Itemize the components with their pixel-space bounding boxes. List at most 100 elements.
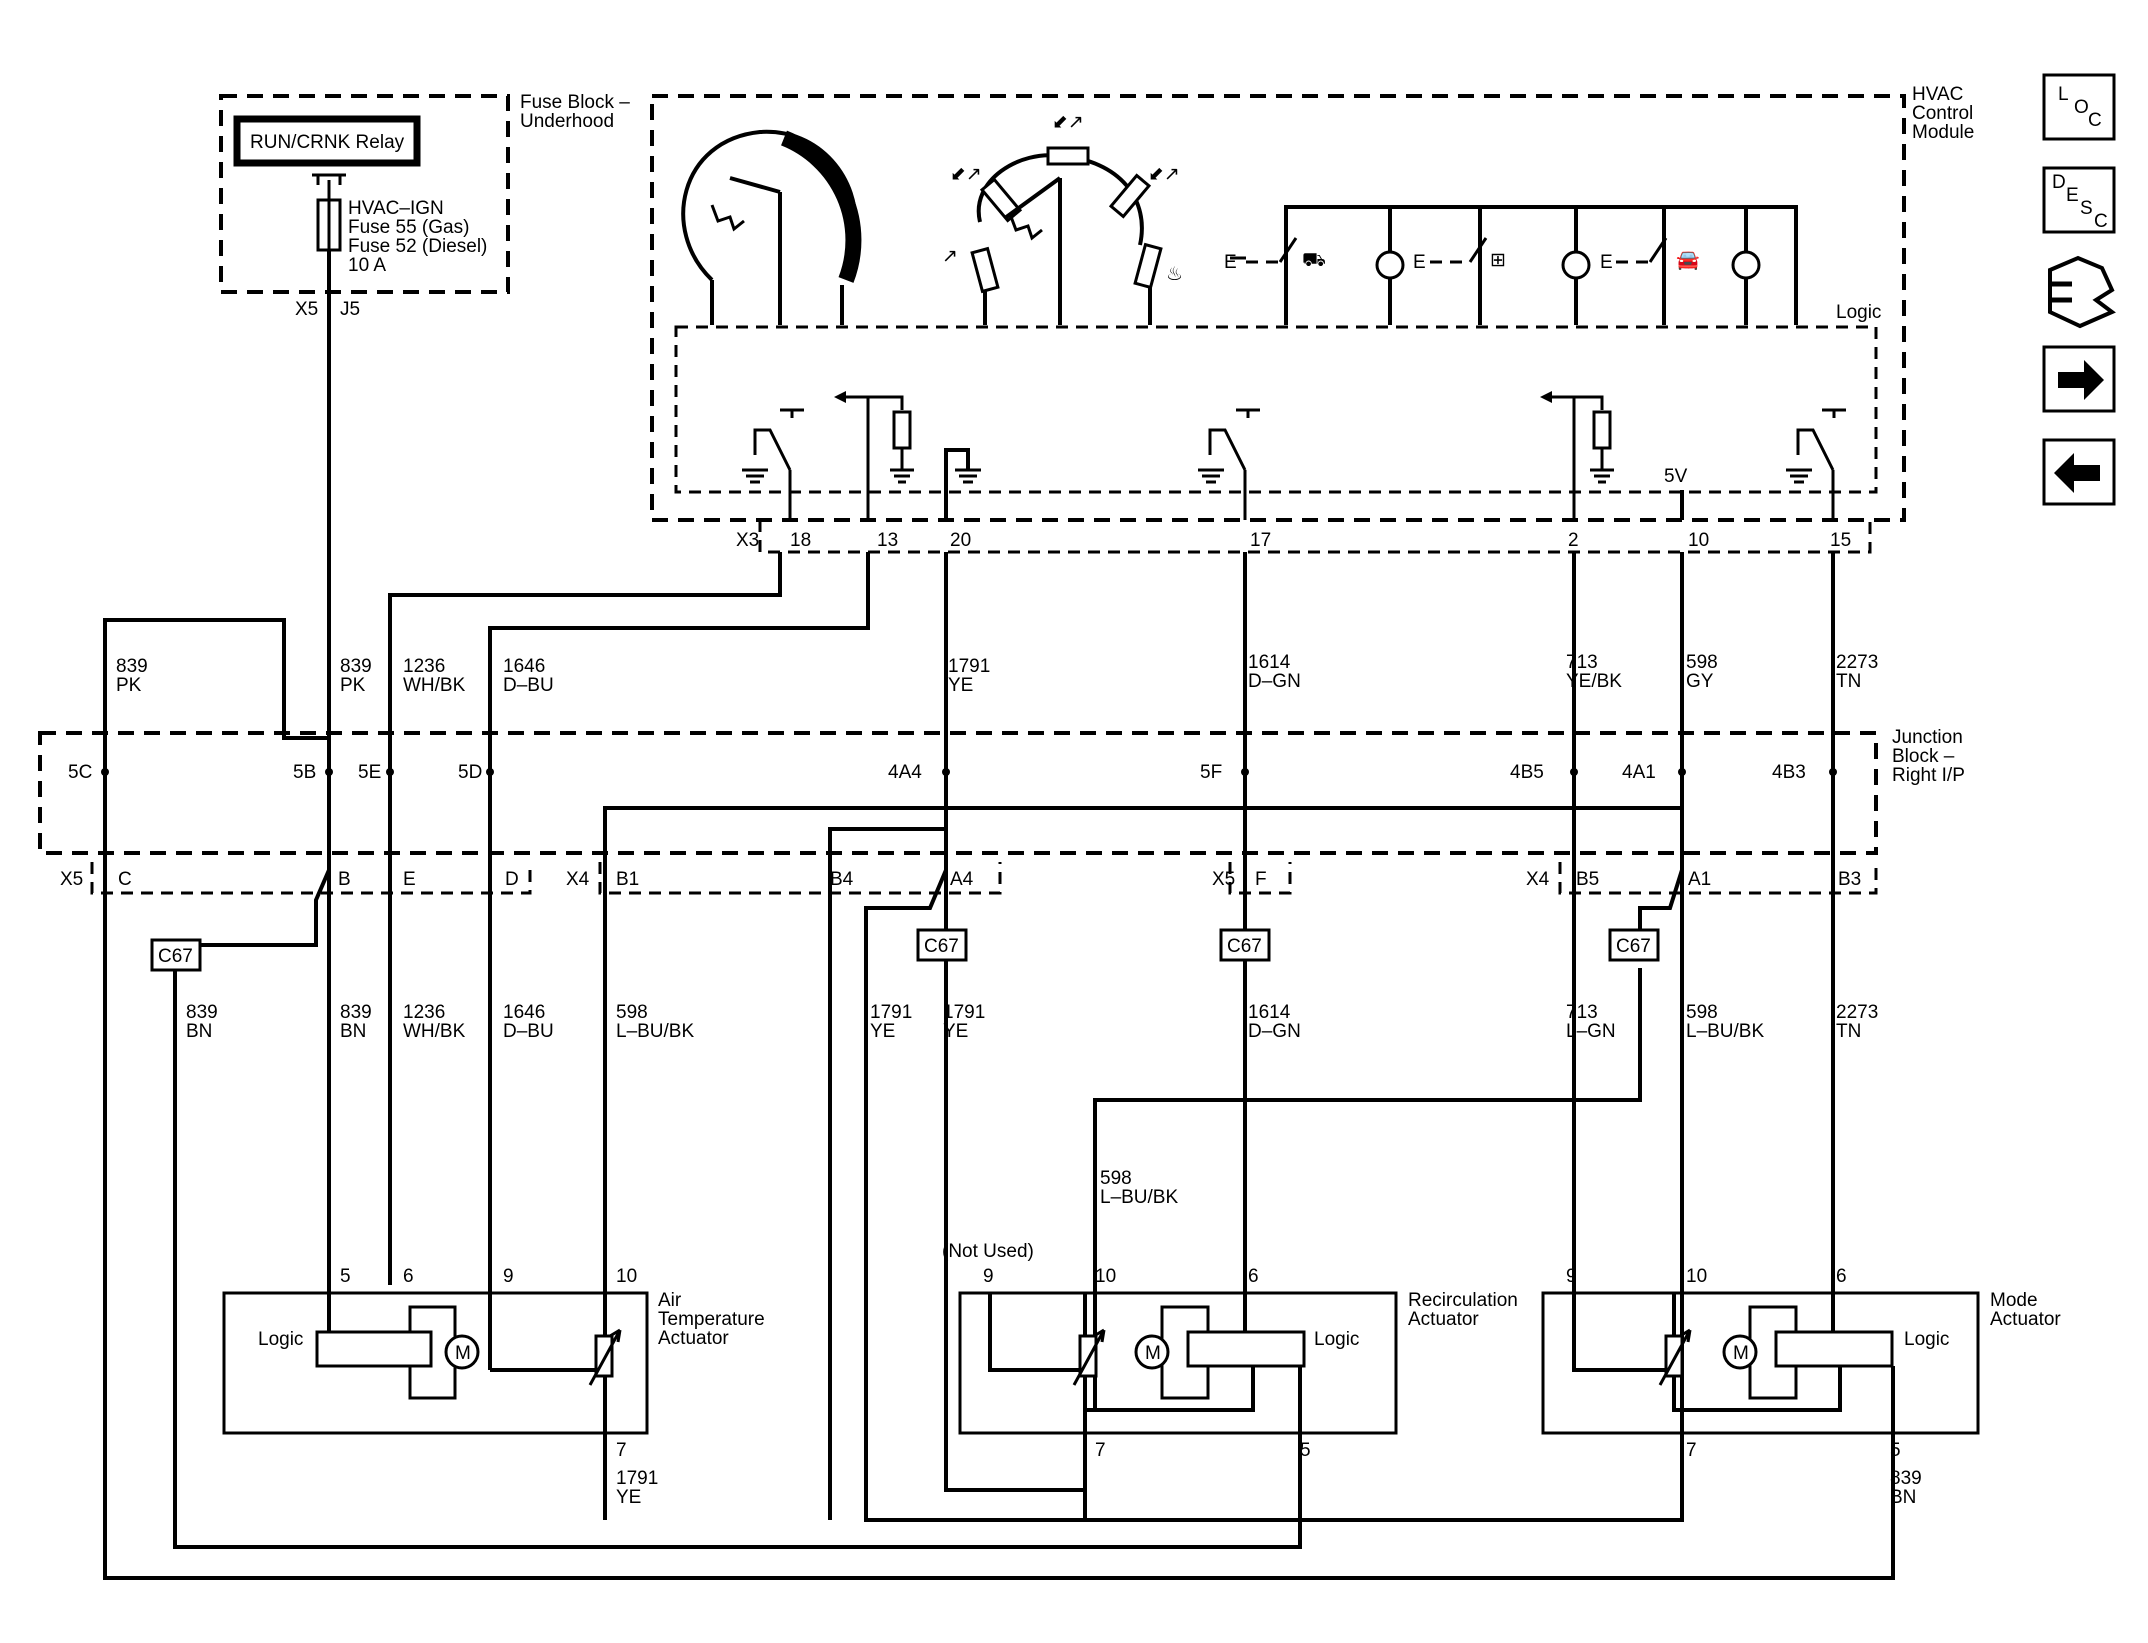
svg-text:839: 839 (116, 656, 148, 677)
connector-x4: X4 (566, 869, 590, 890)
svg-text:1791: 1791 (616, 1468, 658, 1489)
svg-text:6: 6 (403, 1266, 414, 1287)
desc-button[interactable]: D E S C (2042, 166, 2116, 234)
fuse-block-outline (219, 94, 510, 294)
hvac-label-1: HVAC (1912, 84, 1963, 105)
svg-text:839: 839 (186, 1002, 218, 1023)
svg-text:2273: 2273 (1836, 1002, 1878, 1023)
svg-text:L–BU/BK: L–BU/BK (1686, 1021, 1764, 1042)
svg-text:A1: A1 (1688, 869, 1711, 890)
svg-text:5: 5 (1300, 1440, 1311, 1461)
svg-text:6: 6 (1248, 1266, 1259, 1287)
svg-text:4B5: 4B5 (1510, 762, 1544, 783)
svg-text:7: 7 (1095, 1440, 1106, 1461)
svg-text:B: B (338, 869, 351, 890)
svg-text:5: 5 (340, 1266, 351, 1287)
svg-text:D–BU: D–BU (503, 675, 554, 696)
defrost-icon: ♨ (1166, 264, 1183, 285)
svg-text:E: E (1224, 252, 1237, 273)
svg-text:598: 598 (1100, 1168, 1132, 1189)
svg-text:D–GN: D–GN (1248, 1021, 1301, 1042)
jb-label-3: Right I/P (1892, 765, 1965, 786)
pin-17: 17 (1250, 530, 1271, 551)
next-button[interactable] (2042, 345, 2116, 413)
svg-text:O: O (2074, 97, 2089, 118)
jb-label-1: Junction (1892, 727, 1963, 748)
svg-text:7: 7 (616, 1440, 627, 1461)
prev-button[interactable] (2042, 438, 2116, 506)
svg-text:1791: 1791 (870, 1002, 912, 1023)
next-arrow-icon (2058, 360, 2104, 400)
svg-text:5B: 5B (293, 762, 316, 783)
svg-text:5E: 5E (358, 762, 381, 783)
svg-text:D: D (505, 869, 519, 890)
rear-defrost-button-icon: ⊞ (1490, 250, 1506, 271)
c67-label-1: C67 (158, 946, 193, 967)
module-internal-circuits: 5V (742, 391, 1846, 520)
motor-icon (1134, 1334, 1170, 1370)
svg-text:YE: YE (943, 1021, 968, 1042)
svg-text:M: M (455, 1343, 471, 1364)
pin-2: 2 (1568, 530, 1579, 551)
pin-15: 15 (1830, 530, 1851, 551)
svg-text:Actuator: Actuator (1408, 1309, 1479, 1330)
pin-20: 20 (950, 530, 971, 551)
svg-text:1236: 1236 (403, 1002, 445, 1023)
svg-text:1236: 1236 (403, 656, 445, 677)
nav-panel: L O C D E S C (2042, 73, 2116, 506)
recirc-logic-box (1186, 1330, 1306, 1368)
temperature-knob-icon (681, 129, 862, 325)
c67-box-4 (1608, 928, 1660, 962)
svg-text:WH/BK: WH/BK (403, 675, 466, 696)
recirculation-actuator: Recirculation Actuator (Not Used) 9 10 6… (942, 1241, 1518, 1461)
svg-text:Logic: Logic (1904, 1329, 1949, 1350)
junction-block-outline (38, 731, 1878, 855)
recirc-indicator-led-icon (1375, 250, 1405, 280)
svg-text:4A1: 4A1 (1622, 762, 1656, 783)
svg-text:E: E (403, 869, 416, 890)
fuse-desc-4: 10 A (348, 255, 386, 276)
fuse-connector-x5: X5 (295, 299, 318, 320)
svg-text:10: 10 (1095, 1266, 1116, 1287)
svg-text:Actuator: Actuator (1990, 1309, 2061, 1330)
svg-text:Logic: Logic (1314, 1329, 1359, 1350)
svg-text:BN: BN (340, 1021, 366, 1042)
air-temp-logic-box (315, 1330, 433, 1368)
connector-button[interactable] (2048, 255, 2116, 329)
run-crnk-relay (233, 115, 421, 167)
svg-text:5: 5 (1890, 1440, 1901, 1461)
fuse-block-label-2: Underhood (520, 111, 614, 132)
fuse-desc-1: HVAC–IGN (348, 198, 444, 219)
svg-text:839: 839 (1890, 1468, 1922, 1489)
svg-text:839: 839 (340, 1002, 372, 1023)
loc-icon: L (2058, 84, 2069, 105)
relay-label: RUN/CRNK Relay (250, 132, 405, 153)
svg-text:Actuator: Actuator (658, 1328, 729, 1349)
mode-selector-icon: ⬋↗ ⬋↗ ⬋↗ ↗ ♨ (942, 112, 1183, 325)
svg-text:BN: BN (186, 1021, 212, 1042)
svg-text:F: F (1255, 869, 1267, 890)
mode-logic-box (1774, 1330, 1894, 1368)
svg-text:YE: YE (870, 1021, 895, 1042)
svg-text:4A4: 4A4 (888, 762, 922, 783)
motor-icon (1722, 1334, 1758, 1370)
recirc-button-icon: ⛟ (1302, 250, 1326, 271)
svg-text:E: E (1600, 252, 1613, 273)
svg-text:D–GN: D–GN (1248, 671, 1301, 692)
fuse-desc-2: Fuse 55 (Gas) (348, 217, 469, 238)
hvac-module-outline (650, 94, 1906, 522)
svg-text:Mode: Mode (1990, 1290, 2038, 1311)
loc-button[interactable]: L O C (2042, 73, 2116, 141)
svg-text:10: 10 (1686, 1266, 1707, 1287)
svg-text:YE: YE (616, 1487, 641, 1508)
desc-icon: D (2052, 172, 2066, 193)
svg-text:YE: YE (948, 675, 973, 696)
c67-label-2: C67 (924, 936, 959, 957)
c67-box-2 (916, 928, 968, 962)
pin-10: 10 (1688, 530, 1709, 551)
svg-text:L–GN: L–GN (1566, 1021, 1616, 1042)
connector-x4-b: X4 (1526, 869, 1550, 890)
outside-air-led-icon (1731, 250, 1761, 280)
